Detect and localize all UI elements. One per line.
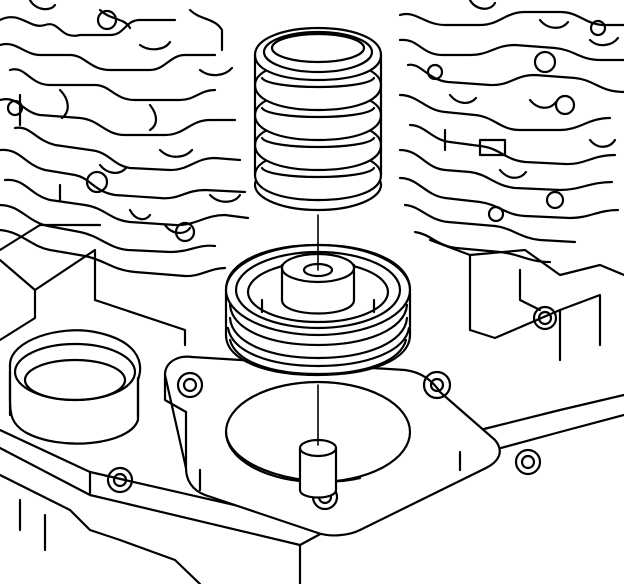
accumulator-spring: [253, 26, 383, 212]
valve-body-channels-left: [0, 0, 250, 278]
accumulator-cover-flange: [163, 355, 501, 537]
housing-upper-walls: [0, 223, 624, 362]
valve-body-channels-right: [398, 0, 624, 264]
left-bore: [8, 329, 142, 445]
